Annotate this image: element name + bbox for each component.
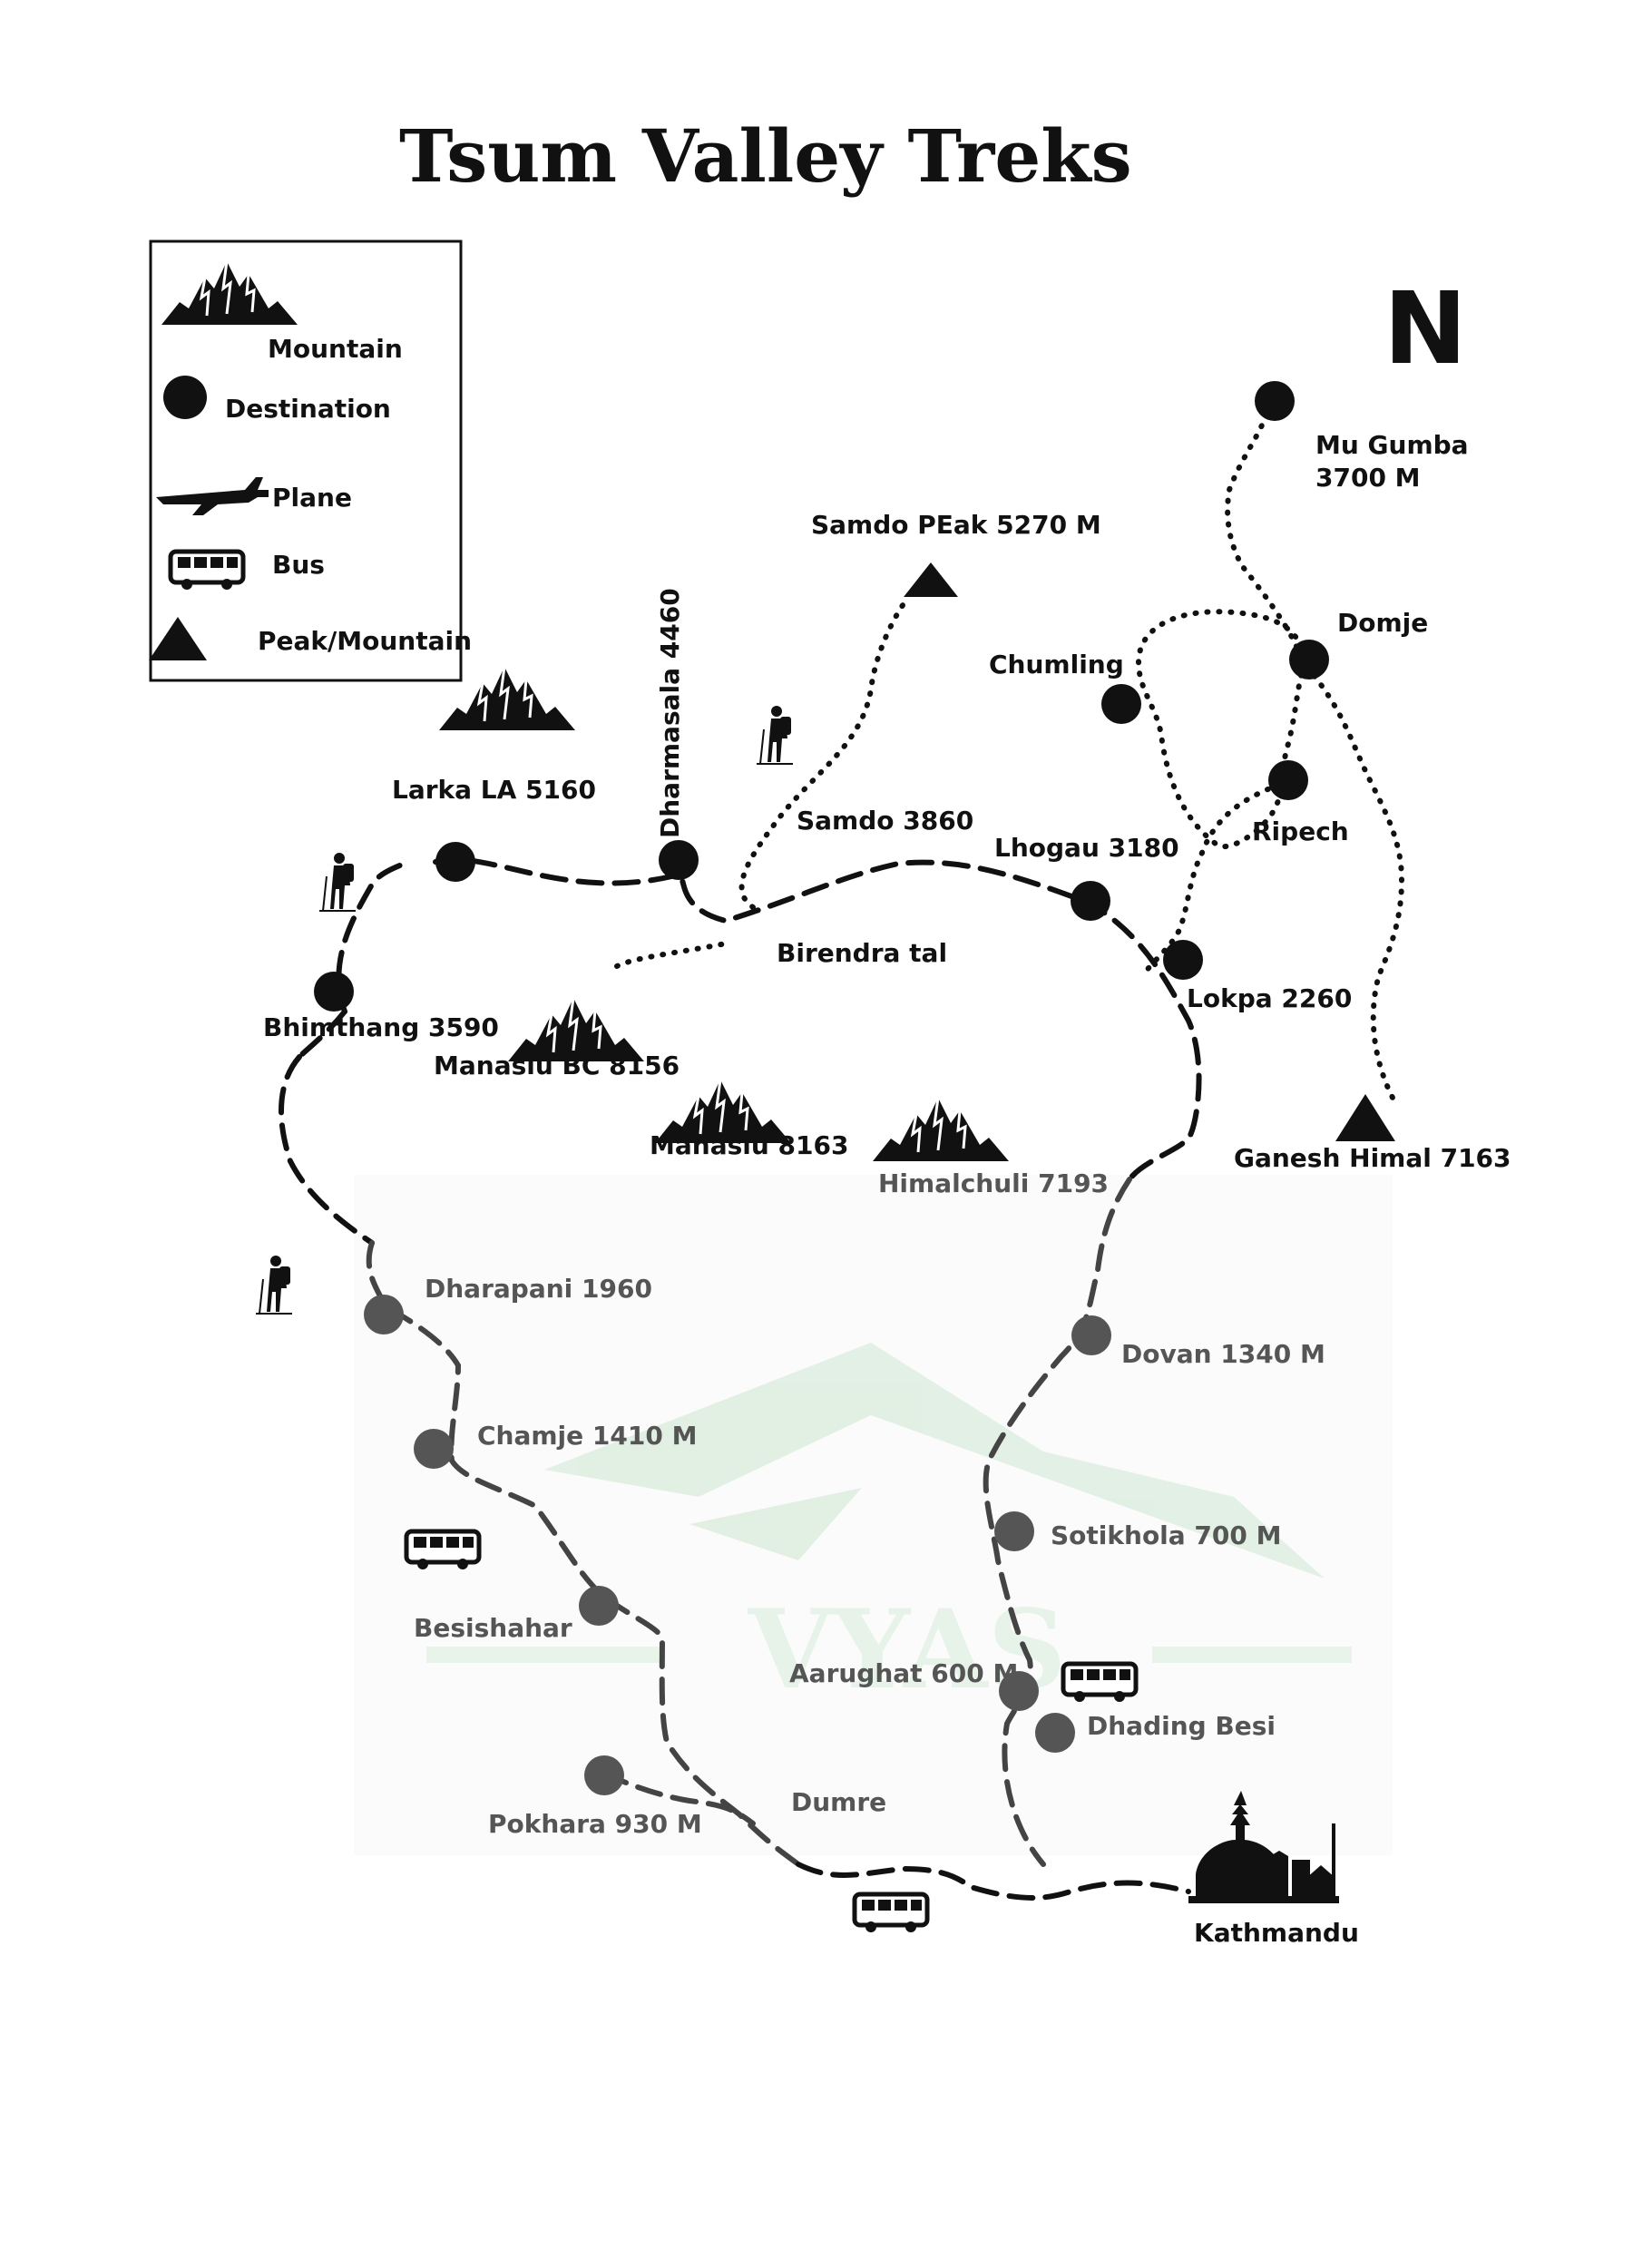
label-chamje: Chamje 1410 M: [477, 1421, 697, 1451]
label-himalchuli: Himalchuli 7193: [878, 1168, 1109, 1198]
label-dharapani: Dharapani 1960: [425, 1274, 652, 1304]
destination-dot-sotikhola: [994, 1511, 1034, 1551]
destination-dot-dovan: [1071, 1315, 1111, 1355]
destination-dot-lhogau: [1071, 881, 1110, 921]
trek-route-pokhara: [601, 1771, 756, 1826]
destination-dot-dharmasala: [659, 840, 699, 880]
destination-dot-besishahar: [579, 1586, 619, 1626]
legend-mountain-label: Mountain: [268, 334, 403, 364]
destination-dot-aarughat: [999, 1671, 1039, 1711]
destination-dot-dharapani: [364, 1295, 404, 1334]
destination-dot-pokhara: [584, 1755, 624, 1795]
label-lokpa: Lokpa 2260: [1187, 983, 1352, 1013]
destination-dot-larka-la: [435, 842, 475, 882]
mountain-icon-himalchuli: [871, 1096, 1011, 1163]
peak-icon-ganesh-himal: [1335, 1094, 1395, 1141]
legend-destination-label: Destination: [225, 394, 391, 424]
destination-dot-chumling: [1101, 684, 1141, 724]
destination-dot-domje: [1289, 640, 1329, 679]
label-birendra-tal: Birendra tal: [777, 938, 947, 968]
trail-samdo-peak: [738, 596, 910, 910]
label-ripech: Ripech: [1252, 816, 1349, 846]
label-larka-la: Larka LA 5160: [392, 775, 596, 805]
label-samdo-peak: Samdo PEak 5270 M: [811, 510, 1101, 540]
label-pokhara: Pokhara 930 M: [488, 1809, 702, 1839]
label-ganesh-himal: Ganesh Himal 7163: [1234, 1143, 1511, 1173]
destination-dot-ripech: [1268, 760, 1308, 800]
legend-peak-label: Peak/Mountain: [258, 626, 472, 656]
label-aarughat: Aarughat 600 M: [789, 1658, 1018, 1688]
legend-bus-icon: [171, 552, 243, 590]
trek-route-lower-east: [983, 1177, 1132, 1867]
destination-dot-chamje: [414, 1429, 454, 1469]
trek-route-lower-west: [366, 1240, 801, 1867]
hiker-icon-3: [255, 1255, 293, 1315]
destination-dot-bhimthang: [314, 972, 354, 1012]
legend-plane-label: Plane: [272, 483, 352, 513]
label-manaslu-bc: Manaslu BC 8156: [434, 1051, 680, 1080]
trail-chumling-loop: [1135, 609, 1309, 850]
destination-dot-dhading-besi: [1035, 1713, 1075, 1753]
legend-plane-icon: [156, 477, 269, 515]
legend-destination-icon: [163, 376, 207, 419]
trail-mu-gumba: [1225, 401, 1300, 651]
hiker-icon-2: [318, 852, 357, 912]
label-mu-gumba-altitude: 3700 M: [1315, 463, 1421, 493]
legend-bus-label: Bus: [272, 550, 325, 580]
label-mu-gumba: Mu Gumba: [1315, 430, 1469, 460]
trail-ganesh-himal: [1304, 664, 1405, 1100]
watermark-logo: VYAS: [426, 1343, 1352, 1714]
label-dhading-besi: Dhading Besi: [1087, 1711, 1276, 1741]
north-arrow: N: [1384, 270, 1467, 386]
trek-route-west-lower: [297, 1009, 347, 1060]
bus-icon-aarughat: [1063, 1664, 1136, 1702]
label-domje: Domje: [1337, 608, 1428, 638]
destination-dot-lokpa: [1163, 940, 1203, 980]
bus-icon-kathmandu-route: [855, 1894, 927, 1932]
trail-ripech-lokpa: [1140, 782, 1282, 978]
label-bhimthang: Bhimthang 3590: [263, 1012, 499, 1042]
label-dharmasala: Dharmasala 4460: [655, 588, 685, 838]
label-samdo: Samdo 3860: [797, 806, 973, 836]
legend-peak-icon: [149, 617, 207, 660]
trek-route-to-kathmandu: [796, 1862, 1191, 1901]
label-dumre: Dumre: [791, 1787, 886, 1817]
hiker-icon-1: [756, 705, 794, 765]
label-besishahar: Besishahar: [414, 1613, 572, 1643]
peak-icon-samdo: [904, 562, 958, 597]
trail-birendra-tal: [614, 941, 728, 969]
label-lhogau: Lhogau 3180: [994, 833, 1179, 863]
kathmandu-stupa-icon: [1188, 1791, 1339, 1903]
map-title: Tsum Valley Treks: [399, 113, 1132, 199]
destination-dot-mu-gumba: [1255, 381, 1295, 421]
label-kathmandu: Kathmandu: [1194, 1918, 1359, 1948]
label-dovan: Dovan 1340 M: [1121, 1339, 1325, 1369]
label-chumling: Chumling: [989, 650, 1124, 679]
bus-icon-besishahar: [406, 1531, 479, 1569]
label-manaslu: Manaslu 8163: [650, 1130, 848, 1160]
label-sotikhola: Sotikhola 700 M: [1051, 1520, 1281, 1550]
legend: Mountain Destination Plane Bus Peak/Moun…: [149, 240, 472, 682]
